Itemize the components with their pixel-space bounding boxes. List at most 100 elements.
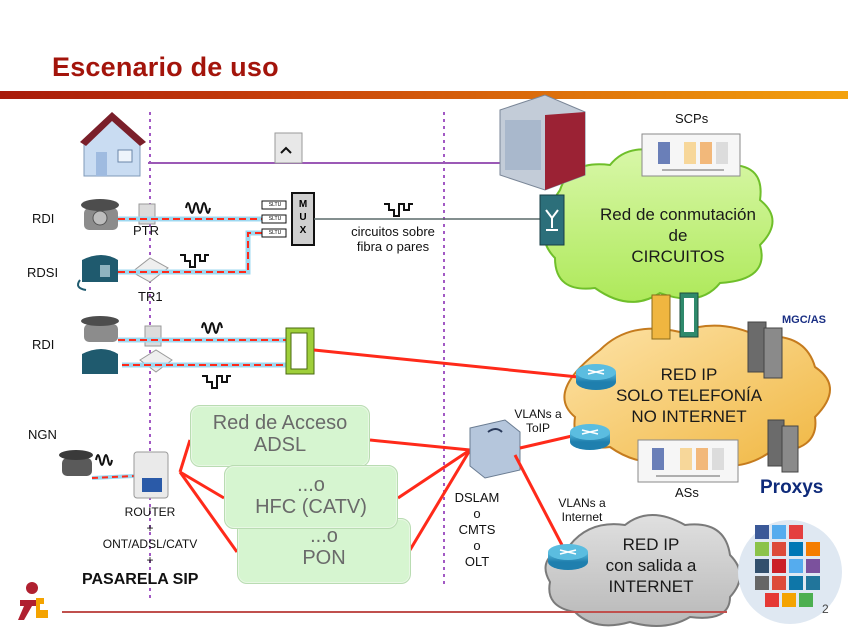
dslam-icon <box>469 419 521 479</box>
access-hfc-front-line-2: HFC (CATV) <box>255 496 367 518</box>
digital-signal-icon-2 <box>384 203 413 217</box>
vlan-internet-line-1: VLANs a <box>558 496 606 510</box>
dslam-toip-link <box>519 434 573 450</box>
circuit-label-line-1: circuitos sobre <box>351 224 435 239</box>
vlan-internet-label: VLANs a Internet <box>550 496 614 524</box>
digital-signal-icon-3 <box>202 375 231 389</box>
router-access-links <box>178 439 239 553</box>
access-pon-line-2: PON <box>302 547 346 569</box>
ngn-copper-line <box>91 474 135 480</box>
analog-signal-icon-2 <box>201 322 223 334</box>
media-gateway-icon <box>651 292 699 340</box>
ip-internet-line-2: con salida a <box>605 556 697 575</box>
label-tr1: TR1 <box>138 289 163 304</box>
scp-servers-icon <box>641 133 741 177</box>
central-office-building-icon <box>499 94 586 191</box>
digital-signal-icon <box>180 254 209 268</box>
sltu-label-2: SLTU <box>268 216 282 222</box>
as-servers-icon <box>637 439 739 483</box>
label-rdsi: RDSI <box>27 265 59 280</box>
label-ngn: NGN <box>28 427 57 442</box>
dslam-label-line-2: o <box>473 506 481 521</box>
access-dslam-links <box>369 438 472 551</box>
router-caption-router: ROUTER <box>124 505 176 519</box>
access-gateway-icon <box>285 327 315 375</box>
title-underline-bar <box>0 91 848 99</box>
scps-label: SCPs <box>675 111 709 126</box>
router-caption-plus-1: + <box>146 521 154 535</box>
access-hfc-front-line-1: ...o <box>297 474 325 496</box>
ptr-box-icon-2 <box>144 325 162 347</box>
vlan-toip-line-2: ToIP <box>525 421 550 435</box>
rotary-phone-icon <box>81 199 119 230</box>
router-ip-telephony-2-icon <box>570 424 610 450</box>
ip-telephony-line-1: RED IP <box>660 365 718 384</box>
mgc-as-servers-icon <box>747 321 783 379</box>
router-caption-plus-2: + <box>146 553 154 567</box>
page-number: 2 <box>822 602 829 616</box>
vlan-toip-line-1: VLANs a <box>514 407 562 421</box>
access-adsl-line-2: ADSL <box>253 434 307 456</box>
mux-letter-m: M <box>298 199 308 210</box>
sltu-cards <box>261 200 287 238</box>
gateway-to-ip-link <box>313 348 589 380</box>
dslam-label: DSLAM o CMTS o OLT <box>446 490 508 570</box>
access-network-hfc-front: ...o HFC (CATV) <box>224 465 398 529</box>
dslam-label-line-4: o <box>473 538 481 553</box>
circuits-cloud-line-3: CIRCUITOS <box>631 247 725 266</box>
slide-title: Escenario de uso <box>52 52 279 82</box>
dslam-internet-link <box>513 454 564 546</box>
router-caption-ont: ONT/ADSL/CATV <box>102 537 198 551</box>
pasarela-sip-label: PASARELA SIP <box>82 571 199 588</box>
circuit-link-label: circuitos sobre fibra o pares <box>338 224 448 254</box>
vlan-toip-label: VLANs a ToIP <box>508 407 568 435</box>
social-media-globe-icon <box>738 520 842 624</box>
tr1-box-icon-2 <box>139 349 173 373</box>
dslam-label-line-1: DSLAM <box>454 490 500 505</box>
footer-line <box>62 611 727 613</box>
sltu-label-3: SLTU <box>268 230 282 236</box>
proxy-servers-icon <box>767 419 799 473</box>
mux-letter-x: X <box>299 225 307 236</box>
circuit-switch-icon <box>539 194 565 246</box>
ip-telephony-cloud-label: RED IP SOLO TELEFONÍA NO INTERNET <box>604 364 774 427</box>
ip-internet-line-1: RED IP <box>622 535 680 554</box>
splitter-icon <box>274 132 303 164</box>
access-network-pon: ...o PON <box>237 518 411 584</box>
mgc-as-label: MGC/AS <box>782 314 826 326</box>
dslam-label-line-3: CMTS <box>458 522 496 537</box>
institution-logo-icon <box>18 582 48 620</box>
router-ip-telephony-1-icon <box>576 364 616 390</box>
circuit-label-line-2: fibra o pares <box>356 239 430 254</box>
label-rdi-1: RDI <box>32 211 55 226</box>
vlan-internet-line-2: Internet <box>561 510 603 524</box>
router-caption: ROUTER + ONT/ADSL/CATV + <box>100 504 200 568</box>
label-ptr: PTR <box>133 223 159 238</box>
isdn-phone-icon <box>77 255 118 291</box>
ip-telephony-line-2: SOLO TELEFONÍA <box>615 386 763 405</box>
ngn-phone-icon <box>59 450 93 476</box>
access-adsl-line-1: Red de Acceso <box>212 412 348 434</box>
access-network-adsl: Red de Acceso ADSL <box>190 405 370 467</box>
label-rdi-2: RDI <box>32 337 55 352</box>
circuits-cloud-label: Red de conmutación de CIRCUITOS <box>588 204 768 267</box>
mux-label: M U X <box>292 198 314 237</box>
dslam-label-line-5: OLT <box>464 554 490 569</box>
router-internet-icon <box>548 544 588 570</box>
circuits-cloud-line-2: de <box>668 226 688 245</box>
analog-signal-icon-3 <box>95 454 113 466</box>
house-icon <box>80 112 146 177</box>
access-pon-line-1: ...o <box>310 525 338 547</box>
proxys-label: Proxys <box>760 477 824 498</box>
sltu-label-1: SLTU <box>268 202 282 208</box>
ip-internet-cloud-label: RED IP con salida a INTERNET <box>586 534 716 597</box>
ip-internet-line-3: INTERNET <box>608 577 694 596</box>
home-router-icon <box>133 451 169 499</box>
isdn-phone-icon-2 <box>82 349 118 374</box>
ass-label: ASs <box>675 485 699 500</box>
copper-line-rdsi <box>118 230 262 275</box>
rotary-phone-icon-2 <box>81 316 119 342</box>
analog-signal-icon <box>185 202 211 214</box>
mux-letter-u: U <box>299 212 307 223</box>
